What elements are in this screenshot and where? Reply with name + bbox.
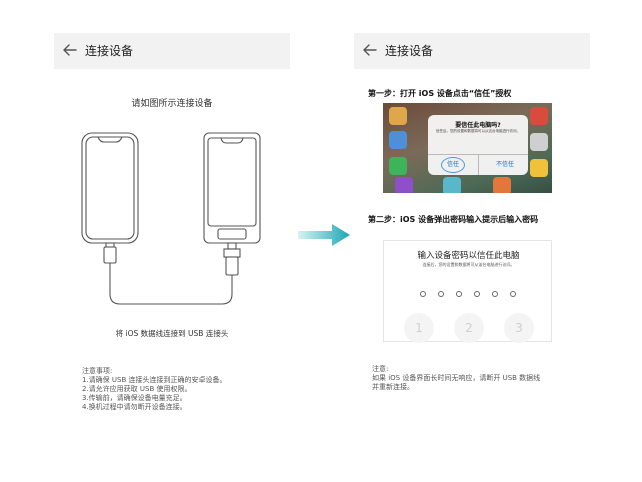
back-arrow-icon[interactable] — [361, 41, 379, 59]
right-header: 连接设备 — [354, 33, 590, 69]
step-one-text: 第一步：打开 iOS 设备点击“信任”授权 — [368, 89, 512, 98]
passcode-dot — [420, 291, 426, 297]
lightning-cable-plug — [103, 242, 117, 272]
left-header: 连接设备 — [54, 33, 290, 69]
keypad-key-3[interactable]: 3 — [504, 313, 534, 343]
left-notes-heading: 注意事项: — [82, 367, 113, 375]
app-icon — [389, 157, 407, 175]
trust-dialog: 要信任此电脑吗? 信任后，您的设置和数据将可以从这台电脑进行访问。 信任 不信任 — [428, 115, 528, 175]
passcode-dot — [510, 291, 516, 297]
step-two-text: 第二步：iOS 设备弹出密码输入提示后输入密码 — [368, 215, 539, 224]
app-icon — [530, 107, 548, 125]
app-icon — [389, 131, 407, 149]
cable-caption: 将 iOS 数据线连接到 USB 连接头 — [115, 329, 229, 338]
keypad-key-1[interactable]: 1 — [404, 313, 434, 343]
left-screen: 连接设备 请如图所示连接设备 将 — [54, 30, 290, 420]
trust-prompt-screenshot: 要信任此电脑吗? 信任后，您的设置和数据将可以从这台电脑进行访问。 信任 不信任 — [383, 103, 552, 193]
keypad-key-2[interactable]: 2 — [454, 313, 484, 343]
usb-cable — [109, 272, 233, 305]
trust-button[interactable]: 信任 — [441, 157, 465, 173]
arrow-right-icon — [298, 224, 350, 246]
usb-connector — [223, 242, 241, 283]
right-notes-heading: 注意: — [372, 365, 389, 373]
left-header-title: 连接设备 — [85, 44, 134, 58]
app-icon — [443, 177, 461, 193]
dont-trust-button[interactable]: 不信任 — [495, 161, 514, 168]
passcode-dot — [456, 291, 462, 297]
passcode-description: 连接后，您的设置和数据将可从该台电脑进行访问。 — [422, 262, 515, 267]
right-header-title: 连接设备 — [385, 44, 434, 58]
left-note-item: 1.请确保 USB 连接头连接到正确的安卓设备。 — [82, 376, 227, 384]
app-icon — [530, 159, 548, 177]
app-icon — [493, 177, 511, 193]
trust-dialog-body: 信任后，您的设置和数据将可以从这台电脑进行访问。 — [436, 129, 520, 133]
iphone-outline — [81, 132, 139, 244]
right-notes: 注意: 如果 iOS 设备界面长时间无响应，请断开 USB 数据线 并重新连接。 — [372, 365, 540, 392]
right-note-item: 如果 iOS 设备界面长时间无响应，请断开 USB 数据线 — [372, 374, 541, 382]
dialog-divider — [478, 154, 479, 175]
right-note-item: 并重新连接。 — [372, 383, 414, 391]
left-note-item: 4.换机过程中请勿断开设备连接。 — [82, 403, 187, 411]
passcode-dot — [492, 291, 498, 297]
app-icon — [389, 107, 407, 125]
app-icon — [530, 133, 548, 151]
left-note-item: 2.请允许应用获取 USB 使用权限。 — [82, 385, 192, 393]
passcode-dot — [474, 291, 480, 297]
right-screen: 连接设备 第一步：打开 iOS 设备点击“信任”授权 要信任此电脑吗? 信任后，… — [354, 30, 590, 420]
passcode-prompt-screenshot: 输入设备密码以信任此电脑 连接后，您的设置和数据将可从该台电脑进行访问。 1 2… — [383, 240, 552, 343]
trust-dialog-title: 要信任此电脑吗? — [455, 122, 501, 129]
left-note-item: 3.传输前，请确保设备电量充足。 — [82, 394, 187, 402]
passcode-dot — [438, 291, 444, 297]
connect-instruction: 请如图所示连接设备 — [131, 99, 213, 109]
connection-illustration — [81, 132, 261, 305]
passcode-title: 输入设备密码以信任此电脑 — [417, 251, 520, 261]
app-icon — [395, 177, 413, 193]
left-notes: 注意事项: 1.请确保 USB 连接头连接到正确的安卓设备。 2.请允许应用获取… — [82, 367, 227, 412]
back-arrow-icon[interactable] — [61, 41, 79, 59]
android-phone-outline — [203, 132, 261, 244]
